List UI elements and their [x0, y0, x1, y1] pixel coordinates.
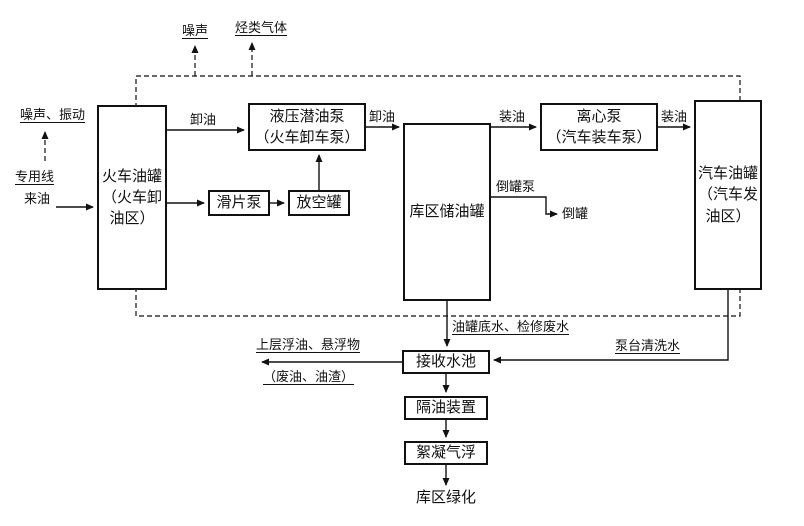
- pump-wash-water-label: 泵台清洗水: [615, 338, 681, 353]
- train-tank-box: 火车油罐 （火车卸 油区）: [97, 105, 167, 290]
- arrow-truck-to-pool: [493, 290, 729, 364]
- transfer-tank-label: 倒罐: [562, 206, 589, 221]
- hydraulic-pump-label: 液压潜油泵 （火车卸车泵）: [254, 107, 360, 146]
- load-oil-label-1: 装油: [499, 109, 526, 124]
- unload-oil-label-2: 卸油: [369, 109, 396, 124]
- hydrocarbon-gas-label: 烃类气体: [235, 20, 288, 35]
- arrow-transfer-pump: [491, 196, 558, 218]
- truck-tank-box: 汽车油罐 （汽车发 油区）: [694, 100, 762, 290]
- oil-separator-label: 隔油装置: [415, 399, 476, 417]
- centrifugal-pump-label: 离心泵 （汽车装车泵）: [546, 107, 652, 146]
- vent-tank-label: 放空罐: [296, 194, 342, 212]
- noise-top-label: 噪声: [182, 23, 209, 38]
- centrifugal-pump-box: 离心泵 （汽车装车泵）: [540, 103, 658, 151]
- tank-bottom-water-label: 油罐底水、检修废水: [452, 319, 570, 334]
- train-tank-label: 火车油罐 （火车卸 油区）: [101, 167, 162, 228]
- incoming-oil-label: 来油: [24, 191, 51, 206]
- hydraulic-pump-box: 液压潜油泵 （火车卸车泵）: [248, 103, 366, 151]
- vane-pump-box: 滑片泵: [208, 190, 270, 216]
- unload-oil-label-1: 卸油: [190, 112, 217, 127]
- receiving-pool-box: 接收水池: [402, 350, 490, 374]
- vent-tank-box: 放空罐: [288, 190, 350, 216]
- load-oil-label-2: 装油: [661, 109, 688, 124]
- flocculation-label: 絮凝气浮: [415, 444, 476, 462]
- receiving-pool-label: 接收水池: [415, 353, 476, 371]
- flocculation-box: 絮凝气浮: [404, 441, 488, 465]
- waste-oil-label: （废油、油渣）: [263, 369, 355, 384]
- noise-vibration-label: 噪声、振动: [20, 107, 86, 122]
- transfer-pump-label: 倒罐泵: [496, 179, 536, 194]
- greening-label: 库区绿化: [415, 489, 476, 506]
- truck-tank-label: 汽车油罐 （汽车发 油区）: [697, 165, 758, 225]
- dedicated-line-label: 专用线: [15, 169, 55, 184]
- oil-separator-box: 隔油装置: [404, 396, 488, 420]
- vane-pump-label: 滑片泵: [216, 194, 262, 212]
- storage-tank-label: 库区储油罐: [409, 203, 485, 221]
- storage-tank-box: 库区储油罐: [403, 123, 491, 301]
- solid-flow-lines: [56, 123, 729, 486]
- floating-oil-label: 上层浮油、悬浮物: [256, 337, 361, 352]
